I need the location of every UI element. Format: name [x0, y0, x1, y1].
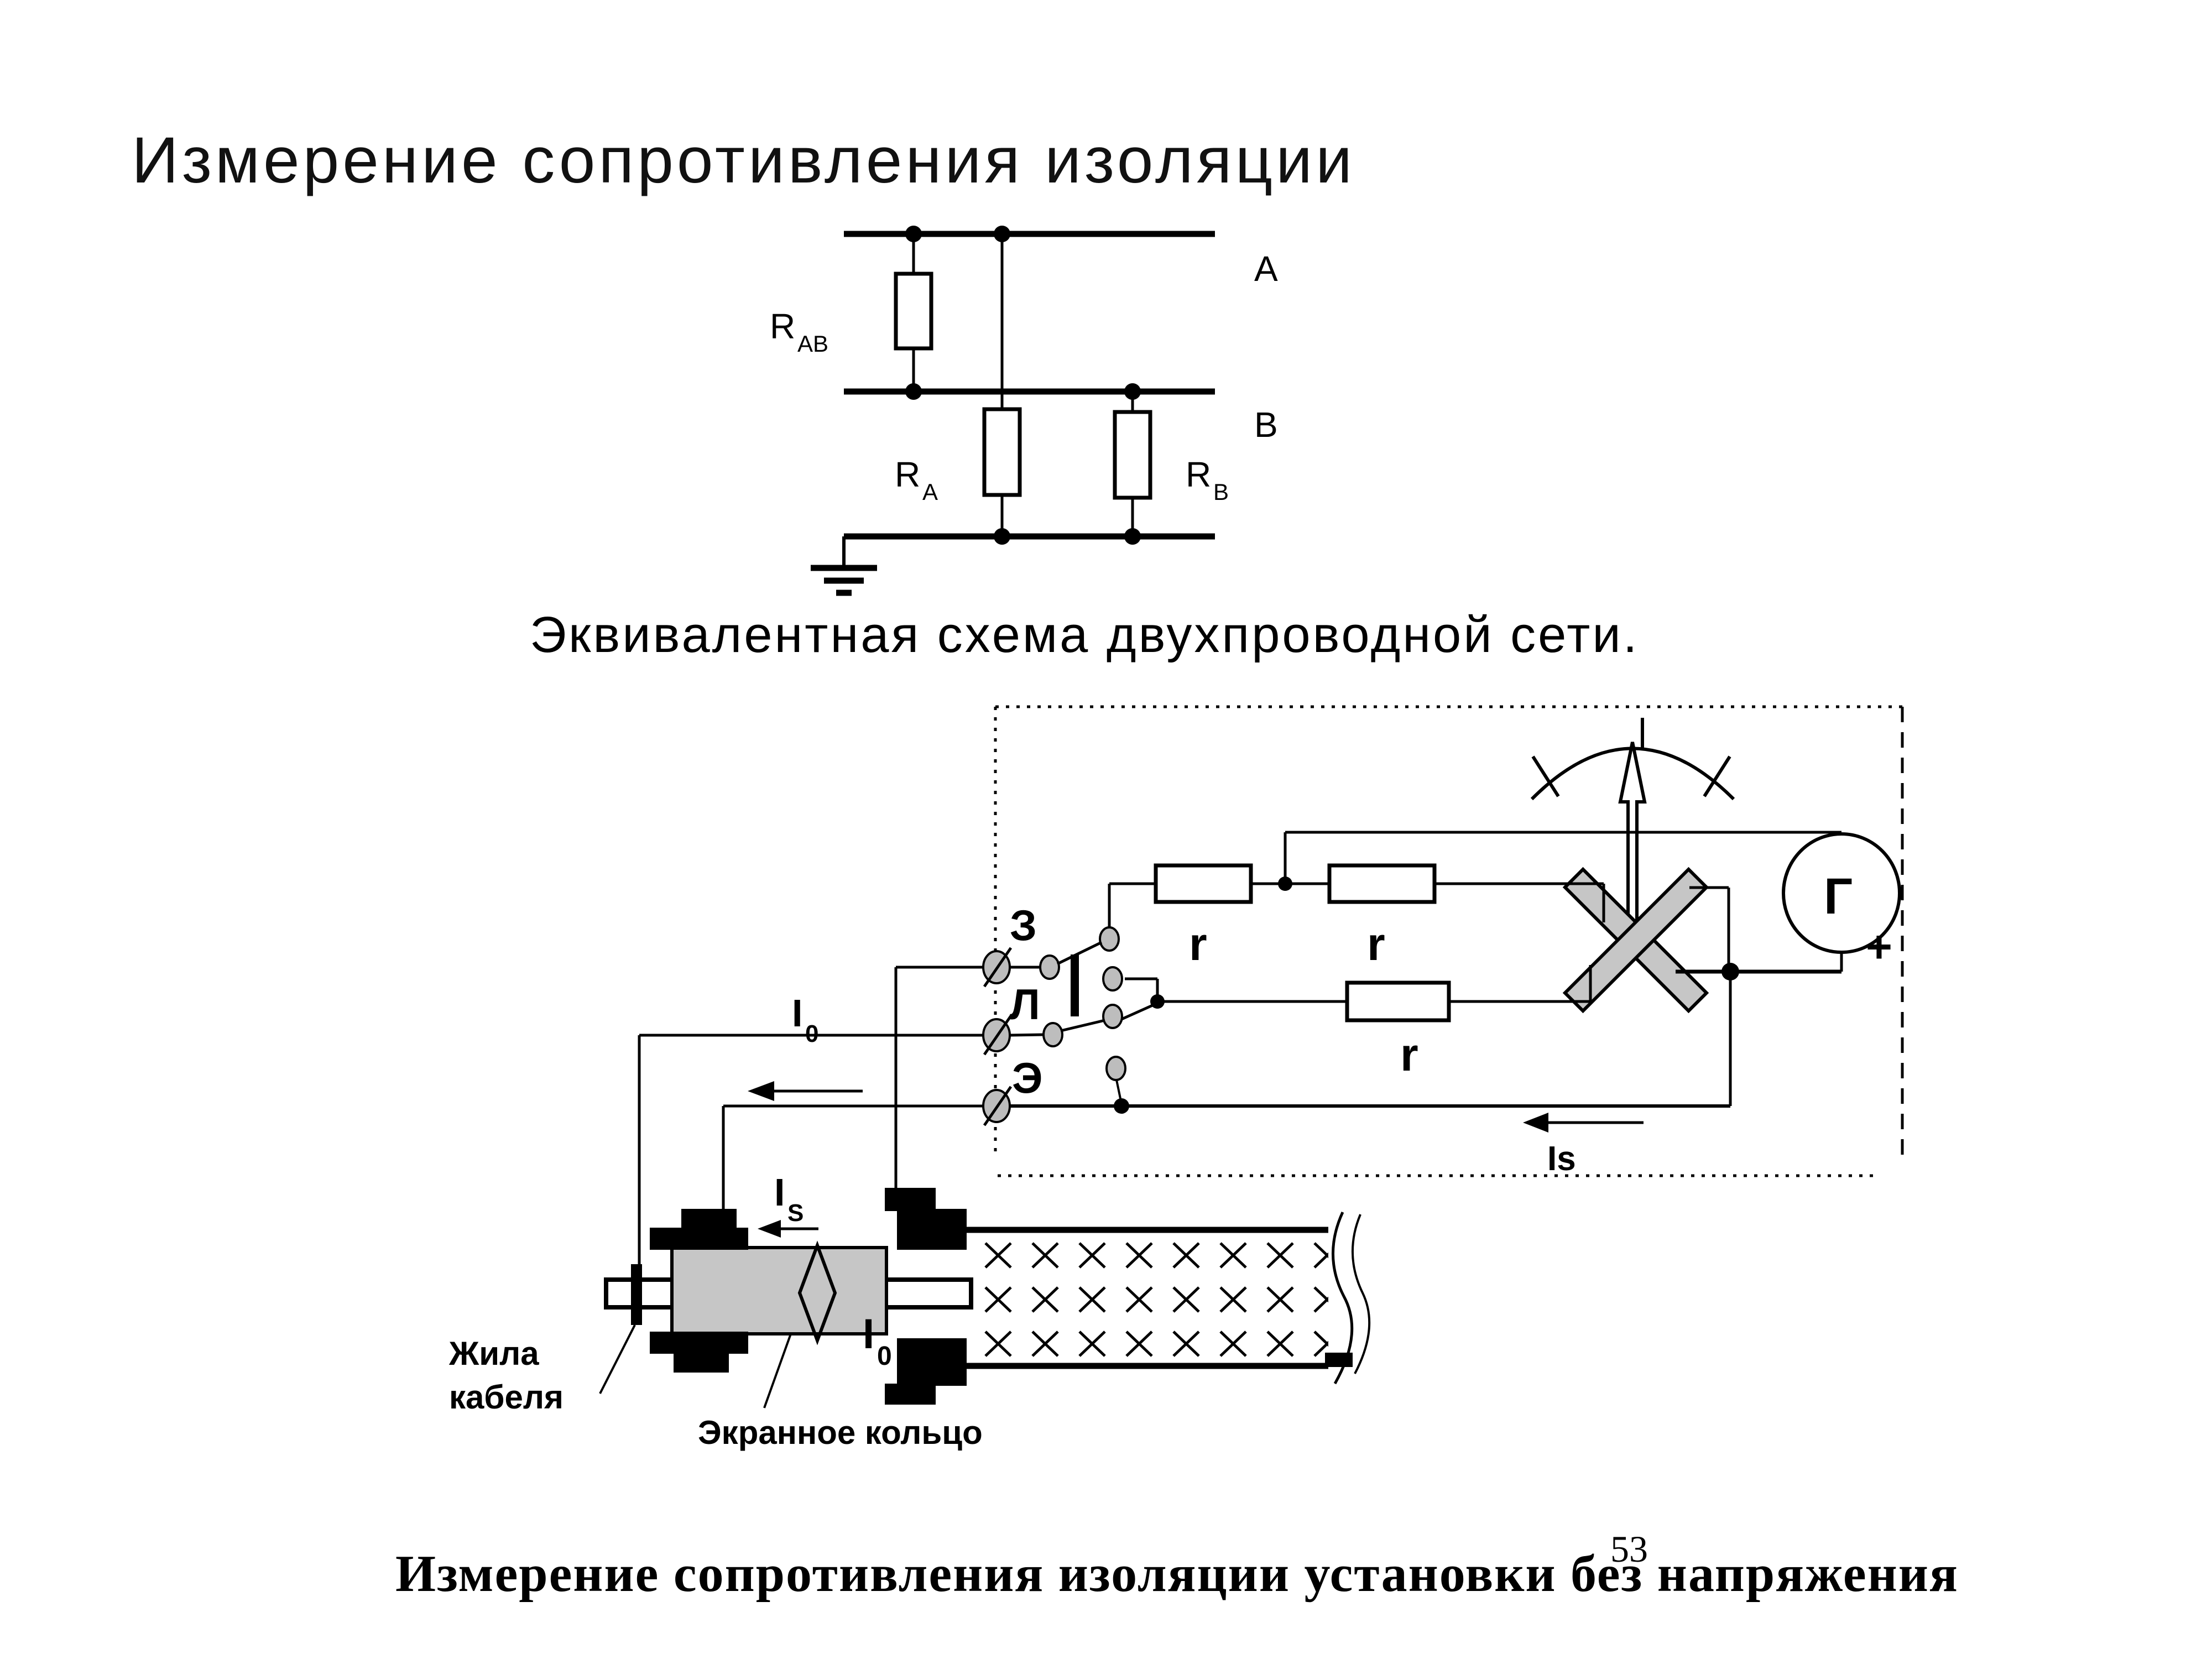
resistor-r3-label: r [1400, 1029, 1418, 1081]
generator-label: Г [1824, 868, 1853, 925]
current-is-label: I [774, 1171, 785, 1214]
footer-caption: Измерение сопротивления изоляции установ… [395, 1545, 1959, 1603]
rb-label: R [1186, 455, 1211, 494]
resistor-r2-label: r [1367, 918, 1385, 970]
rb-sub: В [1213, 479, 1229, 505]
rab-sub: АВ [797, 331, 828, 357]
page-title: Измерение сопротивления изоляции [132, 124, 1355, 197]
equivalent-circuit-caption: Эквивалентная схема двухпроводной сети. [530, 607, 1640, 663]
cable-diagram: I 0 [599, 1188, 1371, 1408]
terminal-l-label: Л [1010, 980, 1040, 1029]
phase-a-label: A [1254, 249, 1278, 289]
terminal-e-label: Э [1012, 1053, 1043, 1102]
resistors [894, 272, 1152, 500]
terminal-e-contact [982, 1086, 1013, 1126]
ra-sub: А [922, 479, 938, 505]
rab-label: R [770, 306, 795, 346]
resistor-rb [1113, 410, 1152, 500]
wires [842, 234, 1134, 567]
cable-i0-label: I [863, 1311, 874, 1358]
terminal-l-contact [982, 1015, 1013, 1056]
terminal-z-contact [982, 947, 1013, 988]
resistor-rab [894, 272, 933, 351]
cable-clamps [650, 1188, 1353, 1405]
terminal-z-label: З [1010, 901, 1037, 950]
meter-tick-right [1703, 755, 1731, 797]
current-is-right-label: Is [1547, 1140, 1576, 1178]
cable-core-label-line2: кабеля [449, 1379, 564, 1416]
polarity-label: + [1866, 922, 1892, 972]
resistor-r1-label: r [1189, 918, 1207, 970]
equivalent-circuit-diagram: A B R АВ R А R В [770, 226, 1278, 596]
measuring-gap-diamond [797, 1240, 837, 1345]
cable-i0-sub: 0 [877, 1342, 892, 1371]
junction-dots [1114, 877, 1739, 1114]
ground-symbol [811, 565, 877, 596]
cable-break-line [1332, 1211, 1354, 1385]
cable-break-line2 [1351, 1214, 1371, 1374]
switch-lever-bar [1071, 954, 1079, 1016]
page-number: 53 [1610, 1528, 1648, 1570]
cable-core-label-line1: Жила [449, 1335, 539, 1372]
current-i0-label: I [792, 992, 802, 1035]
current-is-sub: S [787, 1199, 804, 1227]
current-arrows [748, 1081, 1644, 1238]
resistor-r3 [1345, 980, 1451, 1022]
arrow-head-i0 [748, 1081, 774, 1101]
arrow-head-is-small [758, 1220, 781, 1238]
screen-ring-label: Экранное кольцо [698, 1414, 983, 1451]
resistor-ra [982, 407, 1022, 497]
meter-tick-left [1531, 755, 1560, 797]
cable-insulation [974, 1234, 1328, 1365]
resistor-r2 [1327, 863, 1437, 904]
junction-dots [905, 226, 1141, 545]
cable-core-label: Жила кабеля [449, 1332, 564, 1419]
resistor-r1 [1154, 863, 1253, 904]
switch [982, 926, 1126, 1126]
megohmmeter-diagram: З Л Э r r r Г + I 0 I S Is [638, 705, 1904, 1266]
ring-leader-line [763, 1333, 792, 1408]
cross-contact [1562, 867, 1709, 1014]
current-i0-sub: 0 [805, 1020, 818, 1047]
generator-circle [1782, 832, 1901, 954]
dotted-border [994, 705, 1904, 1177]
ra-label: R [895, 455, 920, 494]
core-leader-line [599, 1324, 636, 1394]
core-tip-clamp [631, 1264, 642, 1325]
phase-b-label: B [1254, 405, 1278, 445]
screen-ring-sleeve [670, 1246, 888, 1335]
arrow-head-is-right [1523, 1113, 1548, 1133]
